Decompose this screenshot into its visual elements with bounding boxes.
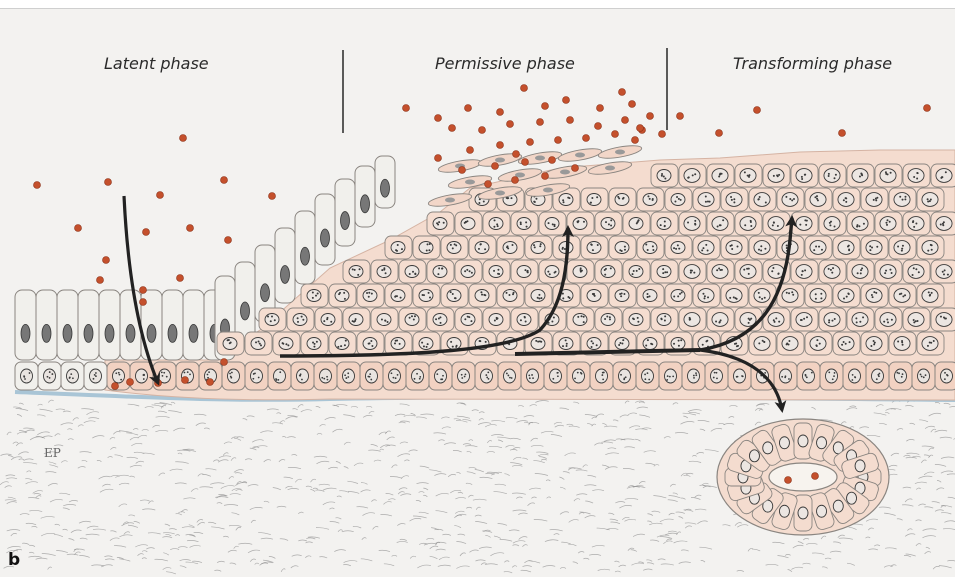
phase-label-permissive: Permissive phase <box>435 54 575 73</box>
invasive-cell-nest <box>717 419 889 535</box>
phase-label-transforming: Transforming phase <box>733 54 892 73</box>
artist-signature: EP <box>44 446 61 460</box>
panel-letter: b <box>8 550 20 570</box>
phase-label-latent: Latent phase <box>104 54 209 73</box>
